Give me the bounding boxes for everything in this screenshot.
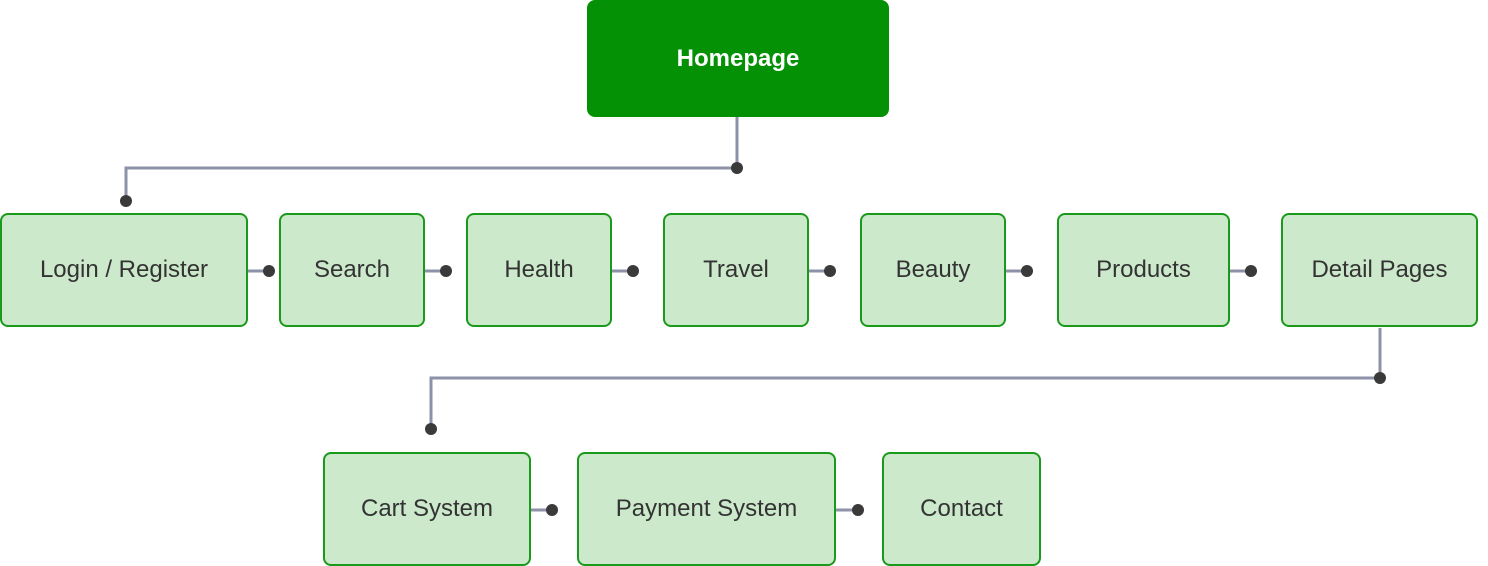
node-products: Products [1057,213,1230,327]
node-login-register: Login / Register [0,213,248,327]
connector-homepage-to-login [124,117,739,201]
connector-dot [546,504,558,516]
connector-dot [1374,372,1386,384]
connector-dot [852,504,864,516]
node-homepage: Homepage [587,0,889,117]
connector-detail-to-cart [429,328,1382,429]
node-beauty: Beauty [860,213,1006,327]
node-detail-pages: Detail Pages [1281,213,1478,327]
connector-dot [1245,265,1257,277]
node-contact: Contact [882,452,1041,566]
connector-dot [263,265,275,277]
node-travel: Travel [663,213,809,327]
node-cart-system: Cart System [323,452,531,566]
connector-dot [1021,265,1033,277]
connector-dot [824,265,836,277]
connector-dot [731,162,743,174]
connector-dot [120,195,132,207]
node-health: Health [466,213,612,327]
connector-dot [425,423,437,435]
node-search: Search [279,213,425,327]
connector-dot [440,265,452,277]
connector-dot [627,265,639,277]
node-payment-system: Payment System [577,452,836,566]
